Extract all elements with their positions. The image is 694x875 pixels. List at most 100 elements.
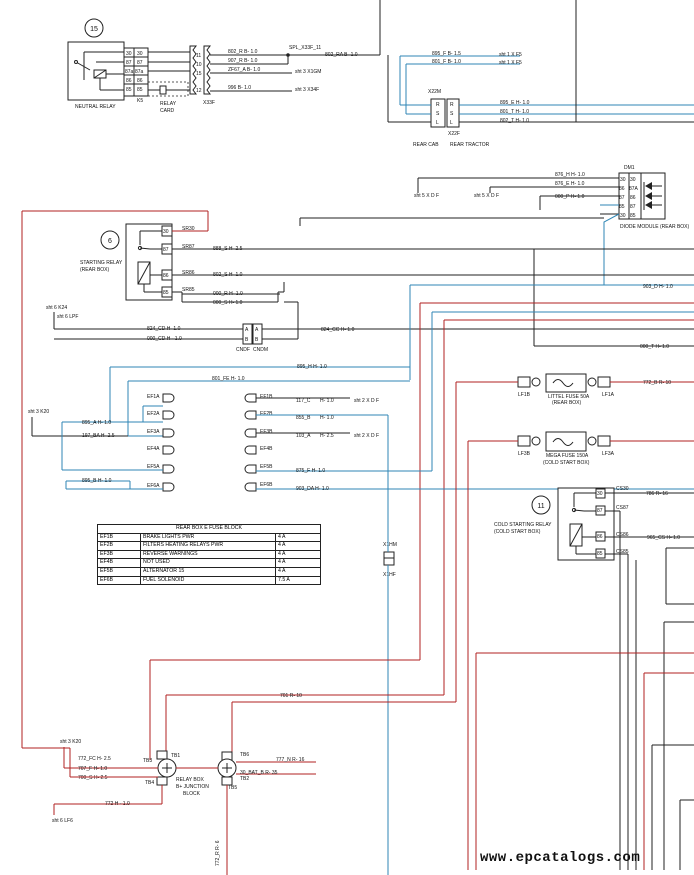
svg-text:sht 3 K20: sht 3 K20	[28, 409, 49, 415]
svg-text:sht 2 X D F: sht 2 X D F	[354, 433, 379, 439]
svg-text:87: 87	[597, 508, 603, 514]
svg-text:L: L	[450, 120, 453, 126]
table-row: EF3B REVERSE WARNINGS 4 A	[97, 549, 321, 560]
svg-text:87: 87	[126, 60, 132, 66]
svg-text:EF1A: EF1A	[147, 394, 160, 400]
svg-text:sht 1 X F5: sht 1 X F5	[499, 52, 522, 58]
svg-text:CS85: CS85	[616, 549, 629, 555]
svg-text:903_D H- 1.0: 903_D H- 1.0	[643, 284, 673, 290]
svg-text:sht 3 X1GM: sht 3 X1GM	[295, 69, 321, 75]
svg-text:000_S H- 1.0: 000_S H- 1.0	[213, 300, 243, 306]
x1hm-connector: X1HM X1HF	[383, 542, 397, 578]
svg-text:sht 3 K20: sht 3 K20	[60, 739, 81, 745]
svg-text:87: 87	[619, 195, 625, 201]
svg-text:802_T H- 1.0: 802_T H- 1.0	[500, 118, 529, 124]
svg-text:R: R	[436, 102, 440, 108]
svg-text:895_F B- 1.5: 895_F B- 1.5	[432, 51, 461, 57]
svg-text:895_E H- 1.0: 895_E H- 1.0	[500, 100, 530, 106]
svg-text:87: 87	[137, 60, 143, 66]
svg-text:772_B R- 10: 772_B R- 10	[643, 380, 671, 386]
svg-text:COLD STARTING RELAY: COLD STARTING RELAY	[494, 522, 552, 528]
svg-text:802_R B- 1.0: 802_R B- 1.0	[228, 49, 258, 55]
watermark-link[interactable]: www.epcatalogs.com	[480, 850, 641, 866]
littel-fuse: LF1B LITTEL FUSE 50A (REAR BOX) LF1A	[517, 373, 615, 406]
svg-text:85: 85	[619, 204, 625, 210]
table-row: EF2B FILTERS HEATING RELAYS PWR 4 A	[97, 541, 321, 551]
diode-module-label: DIODE MODULE (REAR BOX)	[620, 224, 690, 230]
svg-text:802_S H- 1.0: 802_S H- 1.0	[213, 272, 243, 278]
neutral-relay: 15 30 87 87a 86 85 30 87 87a 86 85 NEUTR…	[67, 18, 149, 110]
svg-text:772_R R- 6: 772_R R- 6	[215, 840, 221, 866]
svg-text:772 H - 1.0: 772 H - 1.0	[105, 801, 130, 807]
svg-text:EF5A: EF5A	[147, 464, 160, 470]
svg-text:SR87: SR87	[182, 244, 195, 250]
svg-text:701 R- 10: 701 R- 10	[280, 693, 302, 699]
svg-text:801_F B- 1.0: 801_F B- 1.0	[432, 59, 461, 65]
svg-text:875_F H- 1.0: 875_F H- 1.0	[296, 468, 325, 474]
svg-text:30: 30	[620, 177, 626, 183]
diode-module: DM1 30 86 87 85 30 30 87A 86 87 85 DIODE…	[618, 165, 690, 230]
svg-text:EF1B: EF1B	[260, 394, 273, 400]
table-row: EF4B NOT USED 4 A	[97, 558, 321, 568]
svg-text:855_B: 855_B	[296, 415, 311, 421]
svg-text:BLOCK: BLOCK	[183, 791, 201, 797]
svg-text:LF3A: LF3A	[602, 451, 615, 457]
svg-text:86: 86	[597, 534, 603, 540]
svg-text:(REAR BOX): (REAR BOX)	[552, 400, 582, 406]
fuse-table-title: REAR BOX E FUSE BLOCK	[97, 524, 321, 534]
svg-text:SR30: SR30	[182, 226, 195, 232]
svg-text:907_R B- 1.0: 907_R B- 1.0	[228, 58, 258, 64]
table-row: EF1B BRAKE LIGHTS PWR 4 A	[97, 532, 321, 543]
svg-text:X1HF: X1HF	[383, 572, 396, 578]
svg-text:SR85: SR85	[182, 287, 195, 293]
svg-text:103_A: 103_A	[296, 433, 311, 439]
svg-text:TB5: TB5	[228, 785, 237, 791]
svg-text:ZF67_A B- 1.0: ZF67_A B- 1.0	[228, 67, 260, 73]
svg-text:S: S	[450, 111, 454, 117]
svg-text:B+ JUNCTION: B+ JUNCTION	[176, 784, 209, 790]
svg-text:117_C: 117_C	[296, 398, 311, 404]
svg-text:LITTEL FUSE 50A: LITTEL FUSE 50A	[548, 394, 590, 400]
svg-text:895_A H- 1.0: 895_A H- 1.0	[82, 420, 111, 426]
k5-label: K5	[137, 98, 143, 104]
svg-text:TB2: TB2	[240, 776, 249, 782]
svg-text:000_P H- 1.0: 000_P H- 1.0	[555, 194, 585, 200]
svg-text:707_F H- 1.0: 707_F H- 1.0	[78, 766, 107, 772]
svg-text:777_N R- 16: 777_N R- 16	[276, 757, 305, 763]
mega-fuse: LF3B MEGA FUSE 150A (COLD START BOX) LF3…	[517, 431, 615, 466]
svg-text:REAR TRACTOR: REAR TRACTOR	[450, 142, 490, 148]
svg-text:EF5B: EF5B	[260, 464, 273, 470]
svg-text:RELAY BOX: RELAY BOX	[176, 777, 205, 783]
fuse-table: REAR BOX E FUSE BLOCK EF1B BRAKE LIGHTS …	[97, 524, 321, 586]
svg-text:EF6A: EF6A	[147, 483, 160, 489]
svg-text:sht 6 LPF: sht 6 LPF	[57, 314, 78, 320]
svg-text:sht 3 X34F: sht 3 X34F	[295, 87, 319, 93]
svg-text:sht 6 K24: sht 6 K24	[46, 305, 67, 311]
fuse-block: EF1A EF2A EF3A EF4A EF5A EF6A EF1B EF2B …	[147, 393, 273, 492]
svg-text:CS86: CS86	[616, 532, 629, 538]
svg-text:85: 85	[126, 87, 132, 93]
svg-text:B: B	[245, 337, 249, 343]
svg-text:H- 2.5: H- 2.5	[320, 433, 334, 439]
svg-text:86: 86	[163, 273, 169, 279]
svg-text:TB3: TB3	[143, 758, 152, 764]
svg-text:CS30: CS30	[616, 486, 629, 492]
svg-text:sht 2 X D F: sht 2 X D F	[354, 398, 379, 404]
svg-text:CS87: CS87	[616, 505, 629, 511]
svg-text:15: 15	[196, 71, 202, 77]
svg-text:CNDM: CNDM	[253, 347, 268, 353]
svg-text:EF3B: EF3B	[260, 429, 273, 435]
svg-text:sht 6 LF6: sht 6 LF6	[52, 818, 73, 824]
svg-text:197_BA H- 2.5: 197_BA H- 2.5	[82, 433, 115, 439]
cndf-connector: A B A B CNDF CNDM	[236, 323, 268, 353]
neutral-relay-label: NEUTRAL RELAY	[75, 104, 116, 110]
svg-text:876_E H- 1.0: 876_E H- 1.0	[555, 181, 585, 187]
svg-text:B: B	[255, 337, 259, 343]
svg-text:EF3A: EF3A	[147, 429, 160, 435]
svg-text:(COLD START BOX): (COLD START BOX)	[494, 529, 541, 535]
cold-starting-relay: 11 COLD STARTING RELAY (COLD START BOX) …	[494, 486, 629, 561]
svg-text:EF2A: EF2A	[147, 411, 160, 417]
svg-text:965_CS H- 1.0: 965_CS H- 1.0	[647, 535, 680, 541]
svg-text:X1HM: X1HM	[383, 542, 397, 548]
